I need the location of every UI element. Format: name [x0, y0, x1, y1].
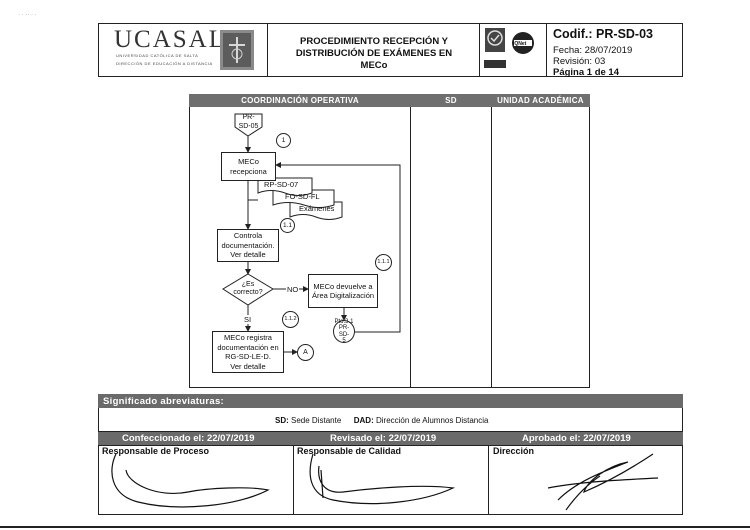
title-line-2: DISTRIBUCIÓN DE EXÁMENES EN [295, 48, 453, 59]
doc-label-3: Exámenes [299, 204, 335, 213]
signature-direccion [547, 453, 659, 511]
signature-proceso [111, 453, 270, 508]
direccion-label: Dirección [493, 446, 535, 456]
resp-calidad-label: Responsable de Calidad [297, 446, 402, 456]
iqnet-label: IQNet [513, 41, 527, 47]
lane-header-sd: SD [410, 94, 492, 107]
lane-header-unidad: UNIDAD ACADÉMICA [491, 94, 590, 107]
si-label: SI [243, 315, 253, 324]
decision-diamond [222, 273, 274, 306]
step-marker-1-1-1: 1.1.1 [375, 254, 392, 271]
confeccionado-label: Confeccionado el: 22/07/2019 [122, 433, 255, 444]
devuelve-label: MECo devuelve a Área Digitalización [311, 281, 375, 301]
title-line-1: PROCEDIMIENTO RECEPCIÓN Y [300, 36, 448, 47]
sd-key: SD: [275, 416, 289, 425]
no-label: NO [286, 285, 300, 294]
dad-key: DAD: [353, 416, 374, 425]
logo-subtitle-1: UNIVERSIDAD CATÓLICA DE SALTA [116, 53, 199, 58]
abreviaturas-line: SD: Sede Distante DAD: Dirección de Alum… [275, 416, 488, 425]
controla-label: Controla documentación. Ver detalle [221, 231, 275, 260]
meco-recepciona-box: MECo recepciona [221, 152, 276, 181]
title-line-3: MECo [360, 60, 388, 71]
step-marker-1-1: 1.1 [280, 218, 295, 233]
start-ref-label: PR- SD-05 [238, 114, 259, 130]
step-marker-1: 1 [276, 133, 291, 148]
doc-revision: Revisión: 03 [553, 56, 606, 67]
controla-box: Controla documentación. Ver detalle [217, 229, 279, 262]
revisado-label: Revisado el: 22/07/2019 [330, 433, 437, 444]
meco-recepciona-label: MECo recepciona [230, 157, 267, 176]
document-title: PROCEDIMIENTO RECEPCIÓN Y DISTRIBUCIÓN D… [270, 36, 478, 72]
certification-seal-icon [485, 28, 505, 52]
logo-subtitle-2: DIRECCIÓN DE EDUCACIÓN A DISTANCIA [116, 61, 213, 66]
doc-code: Codif.: PR-SD-03 [553, 27, 653, 41]
bottom-rule [0, 526, 750, 528]
sign-cell-direccion [488, 445, 683, 515]
iqnet-logo-icon [512, 32, 534, 54]
abreviaturas-title: Significado abreviaturas: [103, 395, 225, 407]
header-meta-cell [546, 23, 683, 77]
step-marker-1-1-2: 1.1.2 [282, 311, 299, 328]
ref-pto-label: Pto.3.1 PR-SD- 5 [334, 318, 354, 345]
dad-value: Dirección de Alumnos Distancia [375, 416, 489, 425]
registra-box: MECo registra documentación en RG-SD-LE-… [212, 331, 284, 373]
cert-bar [484, 60, 506, 68]
start-ref-shape [234, 113, 263, 137]
ref-pto-circle: Pto.3.1 PR-SD- 5 [333, 318, 355, 345]
logo-name: UCASAL [114, 26, 227, 53]
resp-proceso-label: Responsable de Proceso [102, 446, 210, 456]
doc-label-2: FO-SD-FL [285, 192, 320, 201]
approval-band [98, 432, 683, 445]
devuelve-box: MECo devuelve a Área Digitalización [308, 274, 378, 308]
connector-a: A [297, 344, 314, 361]
abreviaturas-band: Significado abreviaturas: [98, 394, 683, 408]
scan-marks: · · ·· · · [18, 12, 37, 18]
crest-icon [220, 30, 254, 70]
abreviaturas-body [98, 408, 683, 432]
doc-page: Página 1 de 14 [553, 67, 620, 78]
doc-shape-1 [257, 177, 313, 196]
decision-label: ¿Es correcto? [233, 281, 263, 296]
doc-date: Fecha: 28/07/2019 [553, 45, 633, 56]
registra-label: MECo registra documentación en RG-SD-LE-… [217, 333, 279, 371]
lane-header-coordinacion: COORDINACIÓN OPERATIVA [189, 94, 411, 107]
doc-label-1: RP-SD-07 [264, 180, 299, 189]
signature-calidad [309, 453, 456, 505]
aprobado-label: Aprobado el: 22/07/2019 [522, 433, 631, 444]
sd-value: Sede Distante [291, 416, 342, 425]
